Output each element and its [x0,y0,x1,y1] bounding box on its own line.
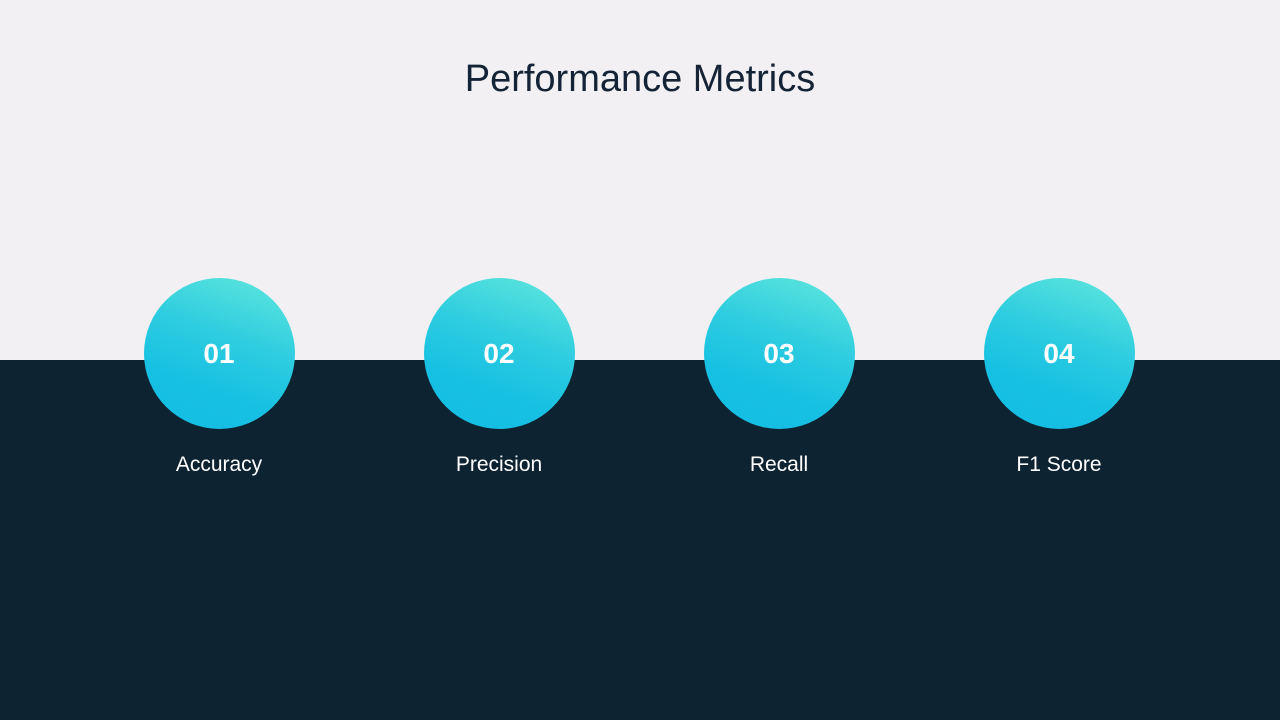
metric-step-3: 03 Recall [679,278,879,477]
step-number-circle: 03 [703,278,855,429]
step-number-circle: 02 [423,278,575,429]
step-label: Recall [749,453,809,476]
metric-step-4: 04 F1 Score [959,278,1159,477]
metric-step-2: 02 Precision [399,278,599,477]
step-number-circle: 01 [143,278,295,429]
step-number-circle: 04 [983,278,1135,429]
step-label: F1 Score [1016,453,1102,476]
metric-step-1: 01 Accuracy [119,278,319,477]
slide-title: Performance Metrics [464,58,816,100]
step-label: Accuracy [175,453,263,476]
step-label: Precision [455,453,543,476]
